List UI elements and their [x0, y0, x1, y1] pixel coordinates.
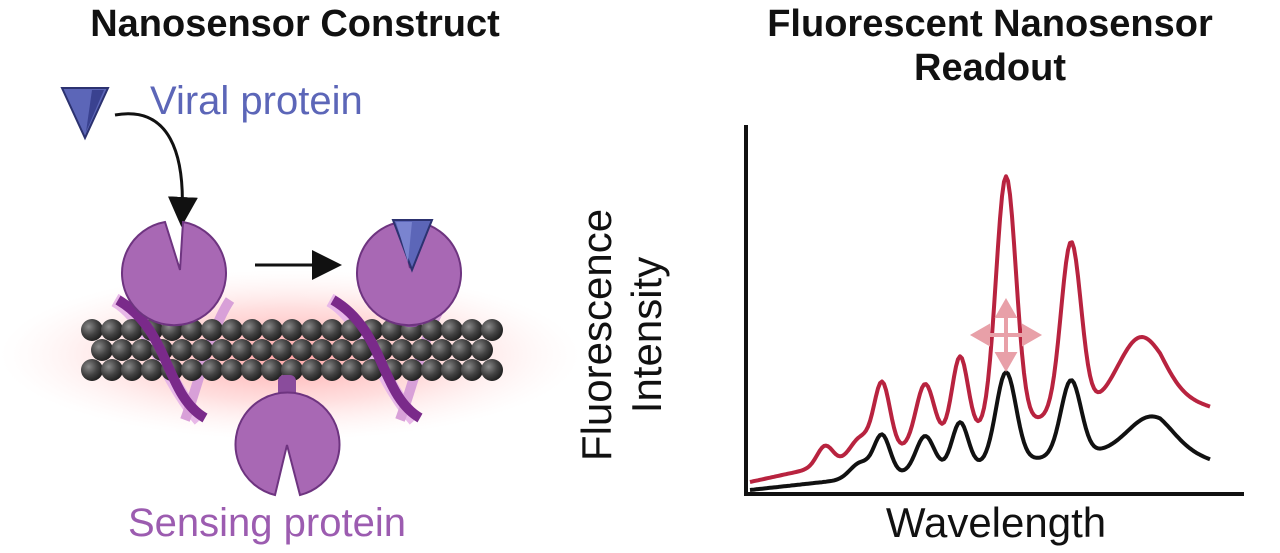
nanotube-atom	[281, 319, 303, 341]
nanotube-atom	[441, 319, 463, 341]
nanotube-atom	[81, 319, 103, 341]
nanotube-icon	[81, 319, 503, 381]
y-axis-label-line2: Intensity	[623, 256, 670, 414]
binding-arrow-icon	[114, 112, 198, 227]
readout-title: Fluorescent Nanosensor Readout	[767, 3, 1213, 89]
nanotube-atom	[331, 339, 353, 361]
nanotube-atom	[221, 359, 243, 381]
nanotube-atom	[191, 339, 213, 361]
construct-title: Nanosensor Construct	[90, 3, 500, 45]
nanotube-atom	[431, 339, 453, 361]
sensing-protein-bottom-icon	[234, 375, 341, 497]
trace-unbound	[749, 370, 1211, 492]
nanotube-atom	[141, 359, 163, 381]
nanotube-atom	[451, 339, 473, 361]
nanotube-atom	[421, 319, 443, 341]
nanotube-atom	[401, 359, 423, 381]
nanotube-atom	[301, 319, 323, 341]
nanotube-atom	[231, 339, 253, 361]
nanotube-atom	[171, 339, 193, 361]
viral-protein-label: Viral protein	[150, 79, 363, 123]
nanotube-atom	[261, 319, 283, 341]
sensing-protein-bound-icon	[356, 219, 462, 327]
chart-axes	[744, 125, 1244, 496]
nanotube-atom	[181, 359, 203, 381]
nanotube-atom	[211, 339, 233, 361]
x-axis-label: Wavelength	[885, 499, 1107, 546]
nanotube-atom	[421, 359, 443, 381]
nanotube-atom	[321, 359, 343, 381]
nanotube-atom	[111, 339, 133, 361]
viral-protein-icon	[60, 87, 110, 141]
nanotube-atom	[291, 339, 313, 361]
nanotube-atom	[241, 359, 263, 381]
sensing-protein-label: Sensing protein	[128, 501, 406, 545]
y-axis-label-line1: Fluorescence	[573, 208, 620, 462]
nanotube-atom	[101, 319, 123, 341]
nanotube-atom	[341, 359, 363, 381]
trace-bound	[749, 174, 1211, 484]
nanotube-atom	[301, 359, 323, 381]
nanotube-atom	[461, 359, 483, 381]
nanotube-atom	[121, 319, 143, 341]
nanotube-atom	[481, 319, 503, 341]
nanotube-atom	[221, 319, 243, 341]
nanotube-atom	[441, 359, 463, 381]
nanotube-atom	[251, 339, 273, 361]
nanotube-atom	[131, 339, 153, 361]
dna-helix-front	[115, 295, 423, 423]
nanotube-atom	[261, 359, 283, 381]
nanotube-atom	[91, 339, 113, 361]
nanotube-atom	[411, 339, 433, 361]
nanotube-atom	[201, 359, 223, 381]
nanotube-atom	[391, 339, 413, 361]
nanotube-atom	[271, 339, 293, 361]
nanotube-atom	[201, 319, 223, 341]
nanotube-atom	[461, 319, 483, 341]
shift-arrows-icon	[969, 297, 1043, 373]
nanotube-atom	[241, 319, 263, 341]
sensing-protein-icon	[121, 220, 227, 327]
y-axis-label: Fluorescence Intensity	[572, 170, 672, 500]
nanotube-atom	[321, 319, 343, 341]
nanotube-atom	[81, 359, 103, 381]
nanotube-atom	[471, 339, 493, 361]
nanotube-atom	[101, 359, 123, 381]
nanotube-atom	[121, 359, 143, 381]
nanotube-atom	[311, 339, 333, 361]
nanotube-atom	[481, 359, 503, 381]
